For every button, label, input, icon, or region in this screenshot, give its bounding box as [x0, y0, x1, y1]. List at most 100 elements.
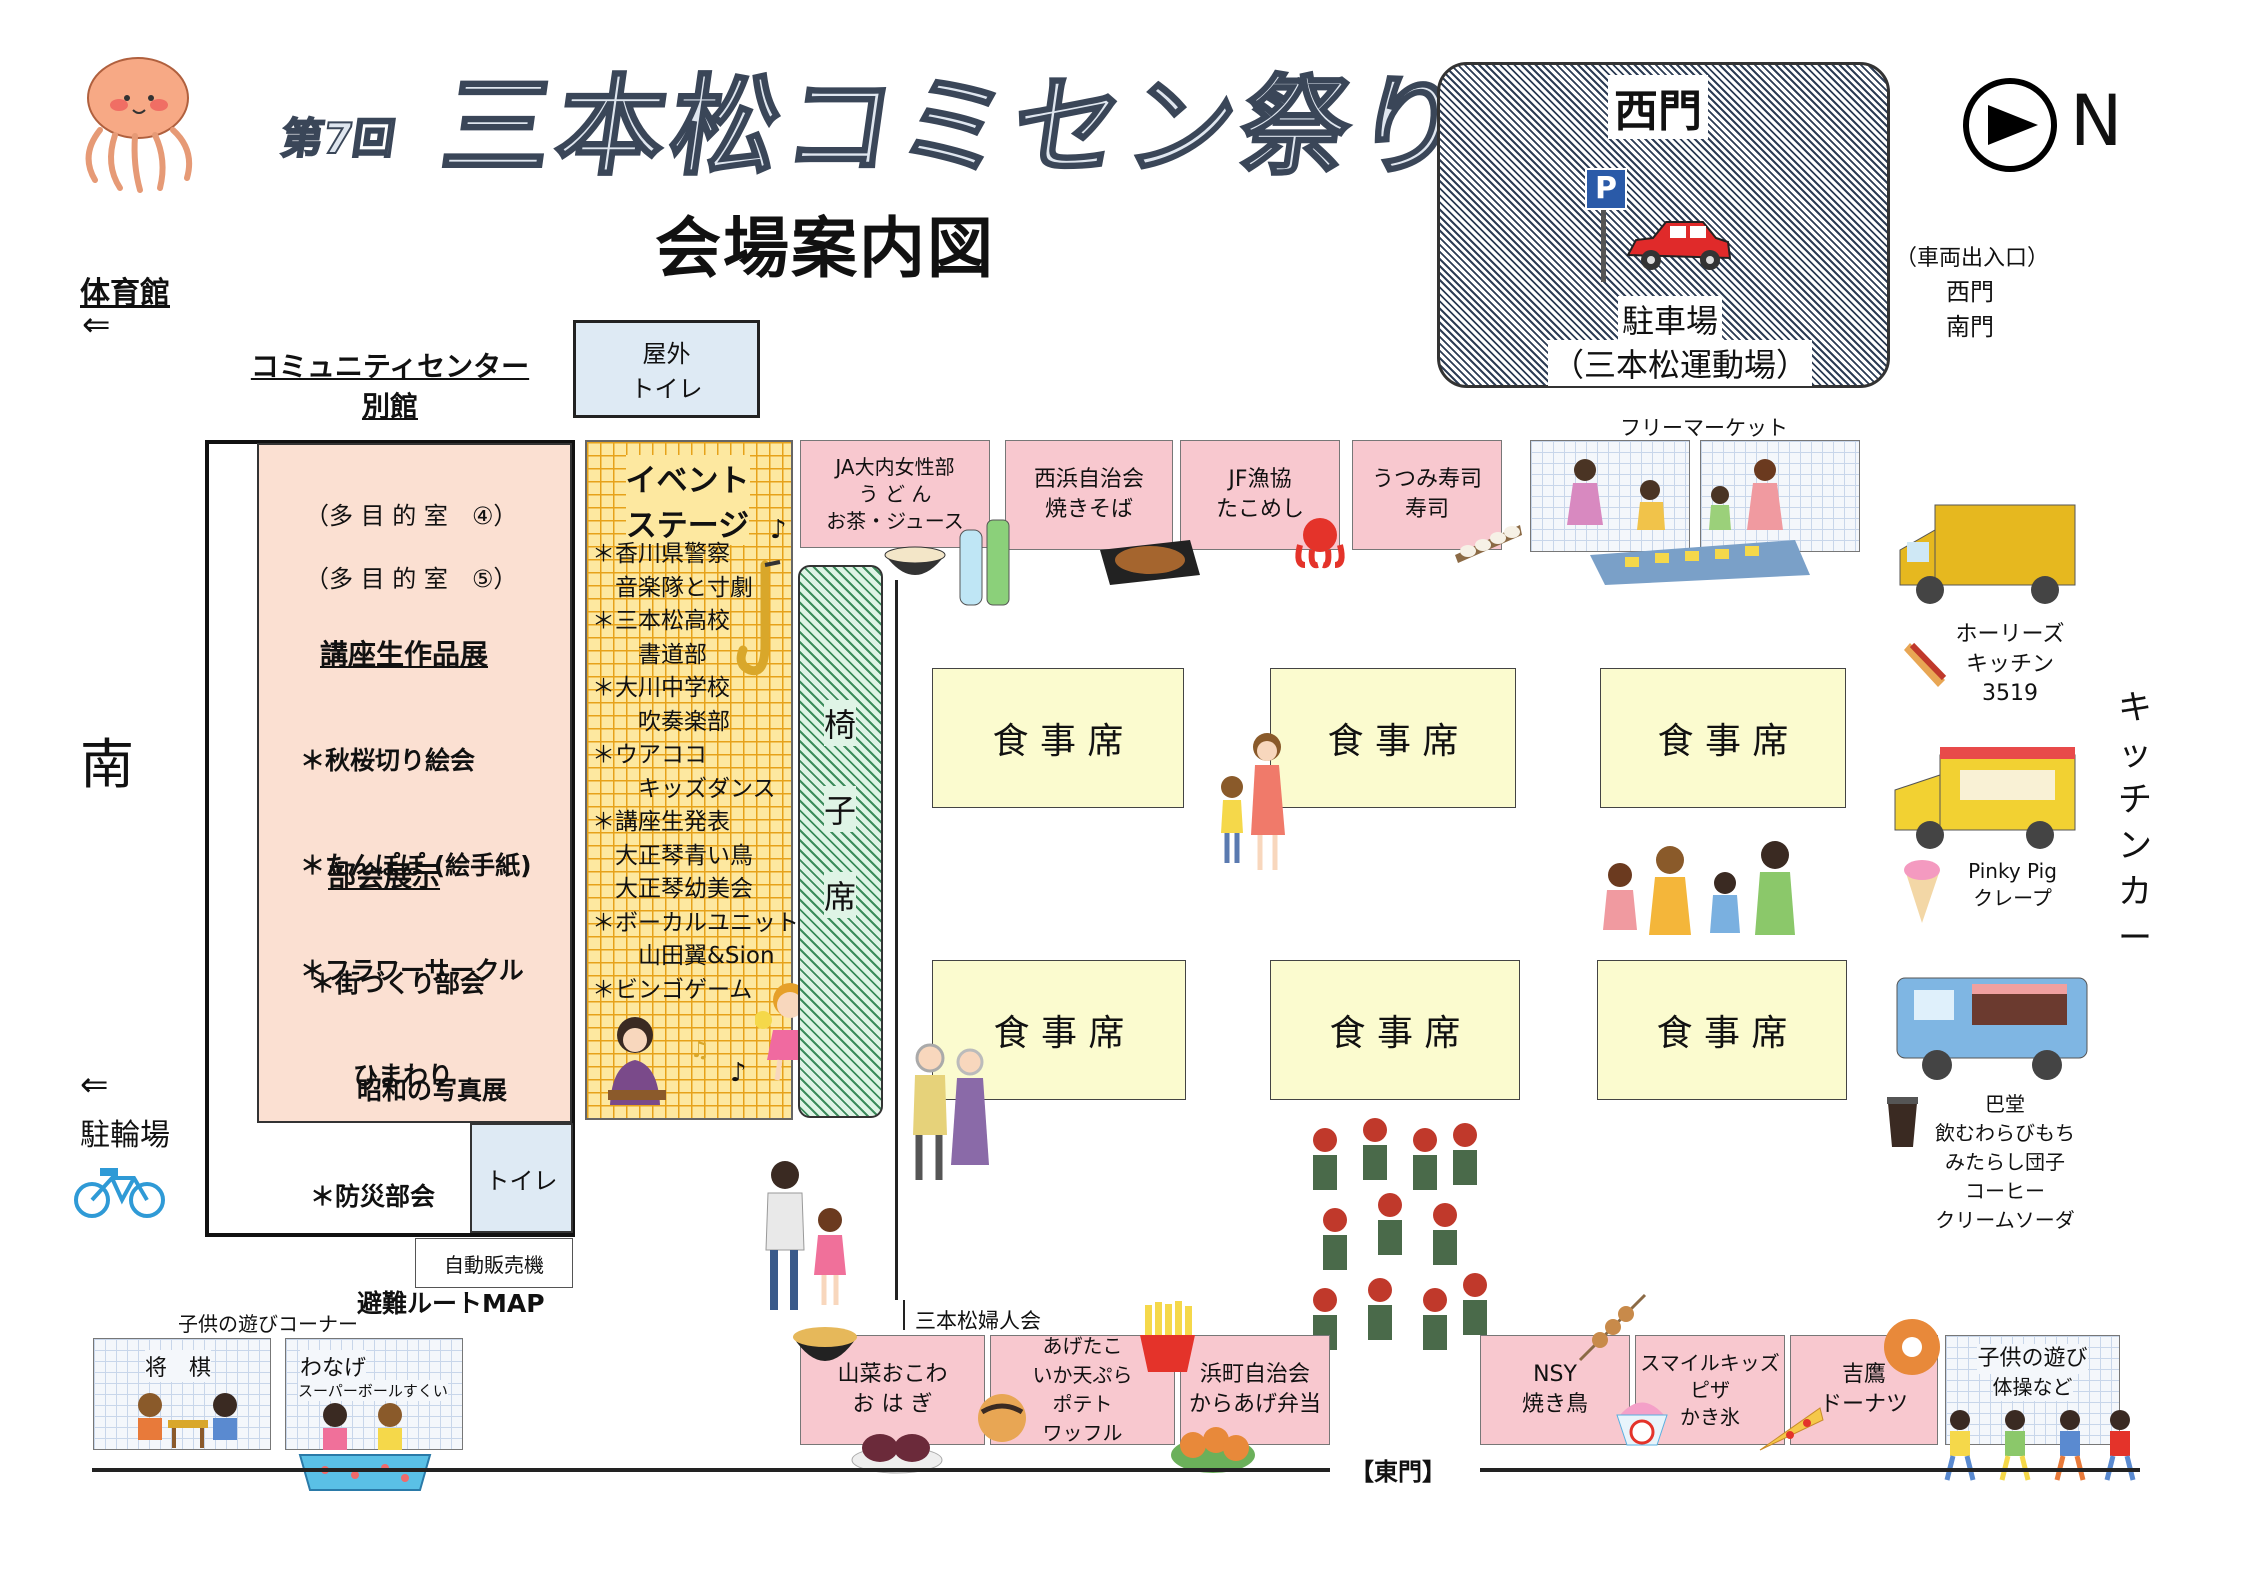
stall-nishihama: 西浜自治会 焼きそば: [1005, 440, 1173, 550]
stall-line: 焼き鳥: [1521, 1392, 1588, 1417]
stall-ja: JA大内女性部 う ど ん お茶・ジュース: [800, 440, 990, 548]
south-label: 南: [80, 733, 134, 796]
stall-line: ワッフル: [1042, 1421, 1123, 1445]
car-line: Pinky Pig: [1968, 859, 2057, 883]
shogi-kids-icon: [130, 1390, 245, 1450]
vending-label: 自動販売機: [444, 1252, 544, 1277]
dining-seating-4: 食 事 席: [932, 960, 1186, 1100]
dining-label: 食 事 席: [1327, 721, 1459, 762]
car-line: 巴堂: [1985, 1092, 2025, 1116]
womens-group-label: 三本松婦人会: [915, 1309, 1041, 1333]
drink-bottle-icon: [955, 515, 1015, 610]
music-note-icon: ♪: [770, 515, 787, 545]
performer-icon: [600, 1010, 670, 1110]
east-gate-label: 【東門】: [1350, 1458, 1446, 1486]
stall-line: NSY: [1533, 1362, 1577, 1388]
family-shopping-icon: [1595, 835, 1810, 940]
stage-title-line1: イベント: [625, 455, 750, 500]
program-line: ＊香川県警察: [592, 541, 730, 567]
kids-play-line: 子供の遊び: [1977, 1344, 2088, 1374]
west-gate-label: 西門: [1608, 75, 1708, 139]
kitchen-char: ン: [2118, 826, 2152, 866]
club-item: ＊防災部会: [310, 1182, 436, 1211]
annex-toilet: トイレ: [470, 1123, 573, 1233]
parking-sub: （三本松運動場）: [1548, 340, 1813, 386]
stall-line: ドーナツ: [1819, 1392, 1908, 1417]
dining-seating-2: 食 事 席: [1270, 668, 1516, 808]
stall-nsy: NSY 焼き鳥: [1480, 1335, 1630, 1445]
superball-pool-icon: [295, 1400, 435, 1495]
north-label: N: [2070, 80, 2123, 162]
bicycle-icon: [72, 1160, 167, 1220]
takoyaki-icon: [972, 1390, 1032, 1445]
chair-char: 席: [823, 872, 856, 918]
kitchen-char: チ: [2118, 780, 2152, 820]
dining-label: 食 事 席: [1329, 1013, 1461, 1054]
stall-line: たこめし: [1215, 497, 1304, 522]
stall-line: 浜町自治会: [1199, 1362, 1310, 1388]
exhibit-item: ＊フラワーサークル: [300, 956, 524, 985]
vehicle-entry-gate1: 西門: [1946, 278, 1994, 306]
festival-title: 三本松コミセン祭り: [433, 64, 1480, 192]
outdoor-toilet-line1: 屋外: [642, 340, 691, 368]
program-line: 音楽隊と寸劇: [592, 574, 753, 601]
pizza-icon: [1755, 1400, 1825, 1455]
program-line: 山田翼&Sion: [592, 943, 775, 969]
fries-icon: [1135, 1300, 1200, 1375]
stall-hamamachi: 浜町自治会 からあげ弁当: [1180, 1335, 1330, 1445]
stall-line: うつみ寿司: [1371, 467, 1482, 493]
compass-arrow-icon: [1960, 75, 2060, 175]
car-line: キッチン3519: [1965, 651, 2054, 707]
crowd-icon: [1295, 1110, 1495, 1380]
yakisoba-icon: [1095, 520, 1205, 590]
exhibit-item: ひまわり: [328, 1061, 454, 1090]
stall-line: JA大内女性部: [835, 454, 955, 479]
dining-label: 食 事 席: [1656, 1013, 1788, 1054]
gym-label: 体育館: [80, 276, 170, 311]
car-line: コーヒー: [1965, 1179, 2045, 1203]
kitchen-car-label: キ ッ チ ン カ ー: [2110, 685, 2160, 961]
left-arrow-icon: ⇐: [80, 1065, 109, 1105]
program-line: ＊講座生発表: [592, 809, 730, 835]
dining-label: 食 事 席: [1657, 721, 1789, 762]
kids-corner-label: 子供の遊びコーナー: [178, 1312, 358, 1336]
program-line: ＊大川中学校: [592, 675, 730, 701]
okowa-bowl-icon: [790, 1315, 860, 1375]
annex-title-line2: 別館: [361, 390, 418, 423]
room-5: （多 目 的 室 ⑤）: [305, 565, 518, 593]
kitchen-car-tomoe: 巴堂 飲むわらびもち みたらし団子 コーヒー クリームソーダ: [1915, 1090, 2095, 1235]
stall-line: かき氷: [1680, 1404, 1740, 1429]
saxophone-icon: [735, 560, 790, 685]
exhibit-title: 講座生作品展: [320, 638, 489, 671]
annex-toilet-label: トイレ: [485, 1166, 558, 1195]
program-line: 書道部: [592, 641, 707, 668]
dining-label: 食 事 席: [992, 721, 1124, 762]
coffee-cup-icon: [1885, 1095, 1920, 1150]
club-item: 避難ルートMAP: [332, 1288, 545, 1318]
club-exhibit-list: ＊街づくり部会 昭和の写真展 ＊防災部会 避難ルートMAP: [310, 895, 545, 1357]
donut-icon: [1880, 1315, 1945, 1380]
event-stage: [585, 440, 793, 1120]
stall-line: 山菜おこわ: [837, 1362, 948, 1388]
stall-line: ピザ: [1690, 1377, 1730, 1402]
stall-divider: [903, 1300, 905, 1330]
left-arrow-icon: ⇐: [82, 305, 111, 345]
flea-market-area-1: [1530, 440, 1690, 552]
stall-line: スマイルキッズ: [1640, 1350, 1780, 1375]
boundary-line: [1480, 1468, 2140, 1472]
stall-line: からあげ弁当: [1188, 1392, 1321, 1417]
mother-child-icon: [1215, 725, 1295, 875]
flea-market-people-icon: [1545, 445, 1845, 585]
parking-sign-icon: P: [1585, 168, 1627, 282]
program-line: 大正琴青い鳥: [592, 842, 753, 869]
stage-title: イベント ステージ: [600, 455, 775, 545]
hotdog-icon: [1900, 635, 1955, 695]
vending-machine: 自動販売機: [415, 1238, 573, 1288]
program-line: 大正琴幼美会: [592, 876, 753, 902]
stall-line: JF漁協: [1228, 467, 1292, 493]
udon-bowl-icon: [880, 540, 950, 590]
program-line: ＊三本松高校: [592, 608, 730, 634]
truck-icon: [1890, 745, 2080, 855]
music-note-icon: ♪: [730, 1058, 747, 1088]
vehicle-entry-gate2: 南門: [1946, 313, 1994, 341]
